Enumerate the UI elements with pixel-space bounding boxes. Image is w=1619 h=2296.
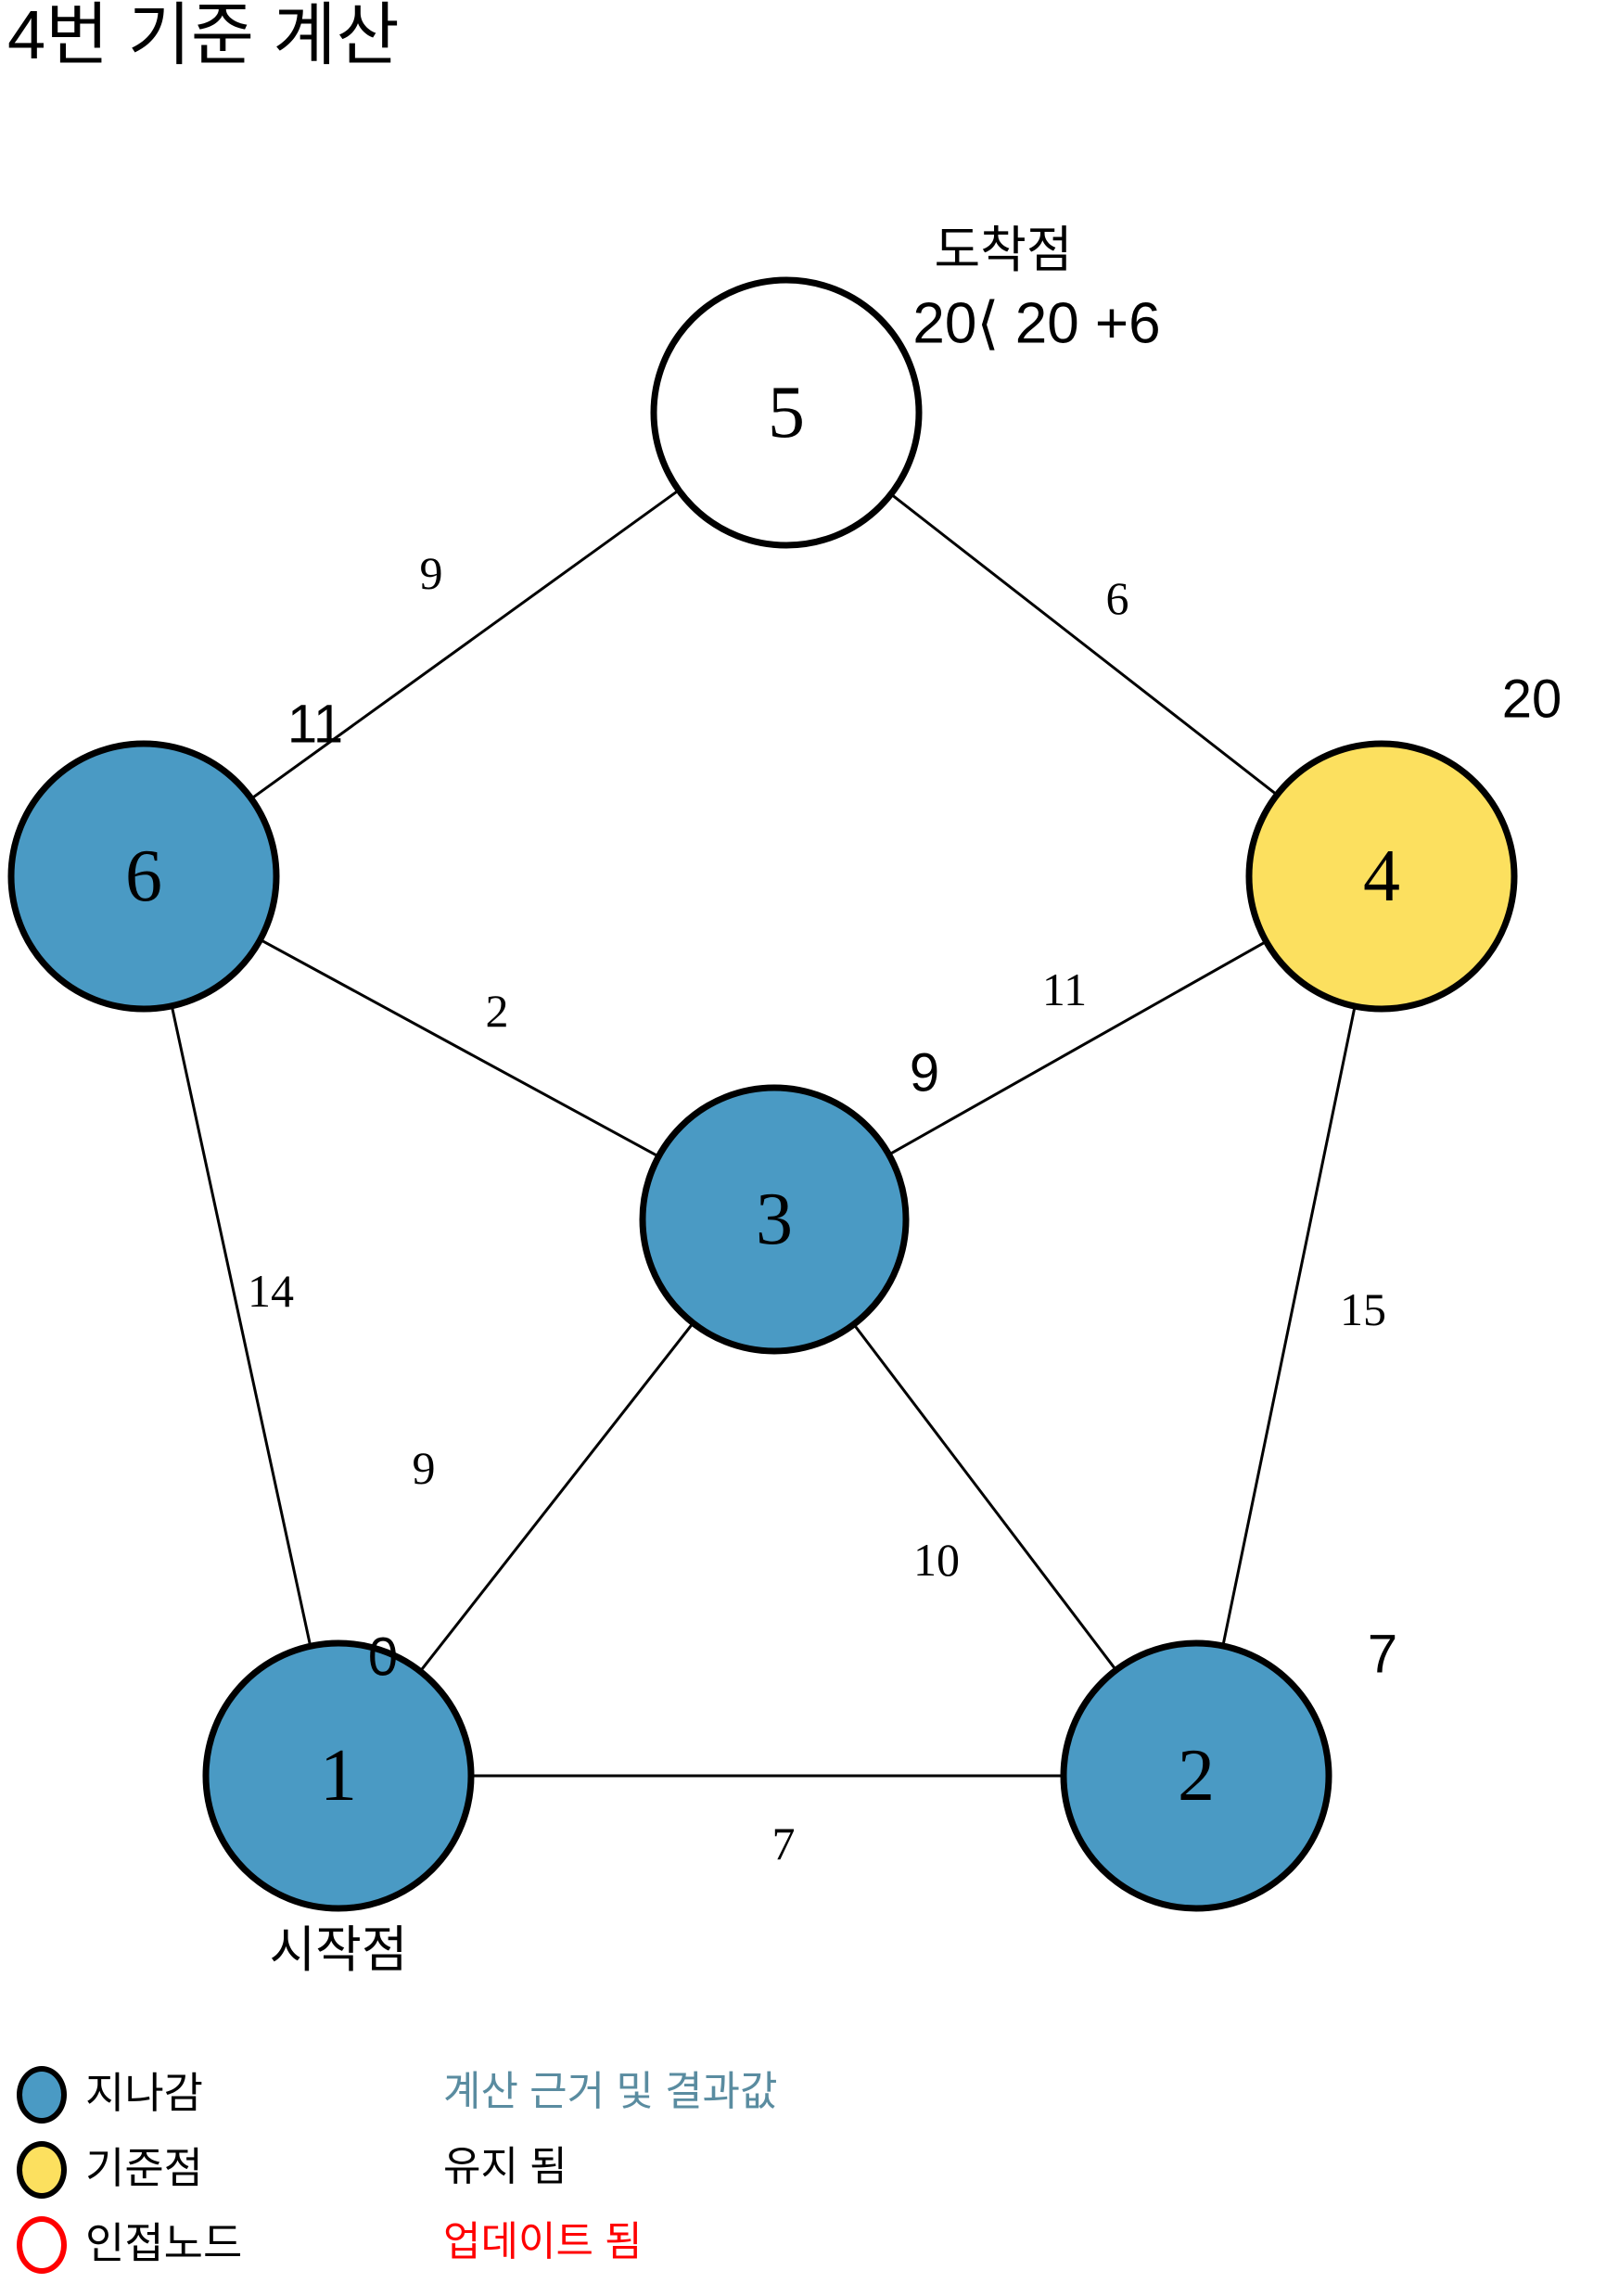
edge-layer [171,490,1357,1778]
legend: 지나감 계산 근거 및 결과값 기준점 유지 됨 인접노드 업데이트 됨 [0,2060,1619,2296]
edge-weight-1-3: 9 [412,1442,436,1494]
node-distance-2: 7 [1367,1624,1398,1685]
edge-weight-6-1: 14 [248,1265,294,1317]
node-distance-6: 11 [287,694,344,755]
graph-edge-6-1 [171,1007,312,1645]
goal-label: 도착점 [934,222,1073,278]
node-layer [7,276,1518,1912]
legend-note-calc-basis: 계산 근거 및 결과값 [443,2069,778,2114]
node-distance-1: 0 [367,1626,399,1688]
graph-node-2[interactable] [1060,1639,1332,1912]
legend-row-visited: 지나감 계산 근거 및 결과값 [0,2060,927,2133]
legend-swatch-adjacent-icon [17,2216,67,2274]
node-distance-4: 20 [1501,669,1562,730]
graph-edge-3-2 [853,1324,1116,1670]
graph-edge-5-4 [891,493,1277,796]
legend-row-current: 기준점 유지 됨 [0,2136,927,2208]
legend-label-adjacent: 인접노드 [85,2219,243,2267]
legend-note-updated: 업데이트 됨 [443,2219,643,2264]
legend-row-adjacent: 인접노드 업데이트 됨 [0,2211,927,2283]
edge-weight-4-2: 15 [1340,1283,1386,1335]
graph-node-4[interactable] [1245,740,1518,1013]
legend-swatch-visited-icon [17,2066,67,2124]
edge-weight-5-6: 9 [419,547,443,599]
graph-edge-3-4 [889,941,1266,1155]
graph-edge-6-3 [261,938,658,1157]
node-distance-3: 9 [909,1042,940,1103]
edge-weight-5-4: 6 [1105,572,1129,624]
graph-edge-5-6 [251,490,679,799]
legend-label-current: 기준점 [85,2144,203,2192]
graph-canvas [7,276,1518,1912]
goal-calc: 20⟨ 20 +6 [912,291,1161,356]
edge-weight-3-2: 10 [913,1534,960,1586]
graph-edge-4-2 [1221,1007,1357,1645]
page-title: 4번 기준 계산 [7,0,400,73]
graph-node-3[interactable] [639,1084,910,1355]
legend-note-kept: 유지 됨 [443,2144,567,2189]
legend-swatch-current-icon [17,2141,67,2199]
legend-label-visited: 지나감 [85,2069,203,2117]
edge-weight-6-3: 2 [485,985,509,1037]
graph-node-6[interactable] [7,740,280,1013]
start-label: 시작점 [269,1921,408,1978]
edge-weight-1-2: 7 [771,1818,796,1869]
graph-edge-1-3 [420,1323,694,1671]
graph-node-1[interactable] [202,1639,475,1912]
graph-node-5[interactable] [650,276,923,549]
edge-weight-3-4: 11 [1041,963,1088,1015]
